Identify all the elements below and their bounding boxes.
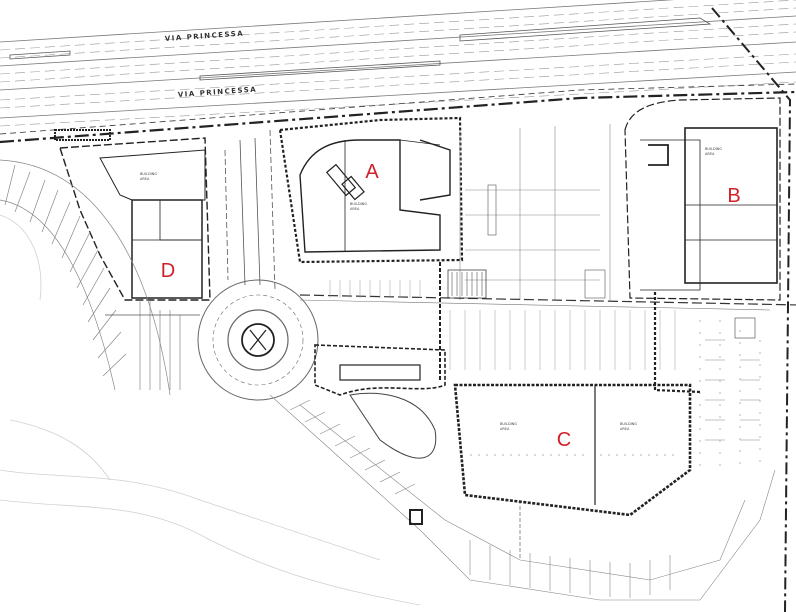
building-label-d: D bbox=[161, 260, 175, 282]
east-property-line bbox=[711, 7, 792, 612]
road-label-lower: VIA PRINCESSA bbox=[178, 85, 258, 99]
central-drive bbox=[224, 129, 276, 291]
svg-text:AREA: AREA bbox=[705, 152, 715, 156]
landscape-contours bbox=[0, 214, 421, 606]
svg-text:AREA: AREA bbox=[350, 207, 360, 211]
svg-text:BUILDING: BUILDING bbox=[620, 422, 637, 426]
svg-text:AREA: AREA bbox=[620, 427, 630, 431]
road-label-upper: VIA PRINCESSA bbox=[165, 29, 245, 43]
building-c-area bbox=[453, 383, 692, 517]
svg-text:BUILDING: BUILDING bbox=[140, 172, 157, 176]
building-label-a: A bbox=[365, 161, 379, 183]
middle-parking-row bbox=[329, 280, 676, 370]
south-drive-island bbox=[314, 344, 446, 459]
building-label-b: B bbox=[727, 185, 740, 207]
center-parking-field bbox=[299, 124, 796, 380]
building-b-area bbox=[624, 97, 781, 394]
svg-text:BUILDING: BUILDING bbox=[350, 202, 367, 206]
west-parking-arc bbox=[0, 159, 200, 396]
south-parking bbox=[269, 317, 776, 601]
svg-text:BUILDING: BUILDING bbox=[705, 147, 722, 151]
building-a-area bbox=[278, 116, 464, 264]
via-princessa-road bbox=[0, 0, 796, 144]
svg-text:BUILDING: BUILDING bbox=[500, 422, 517, 426]
building-d-area bbox=[54, 129, 211, 301]
roundabout bbox=[197, 279, 319, 401]
svg-text:AREA: AREA bbox=[500, 427, 510, 431]
building-label-c: C bbox=[557, 429, 571, 451]
svg-text:AREA: AREA bbox=[140, 177, 150, 181]
